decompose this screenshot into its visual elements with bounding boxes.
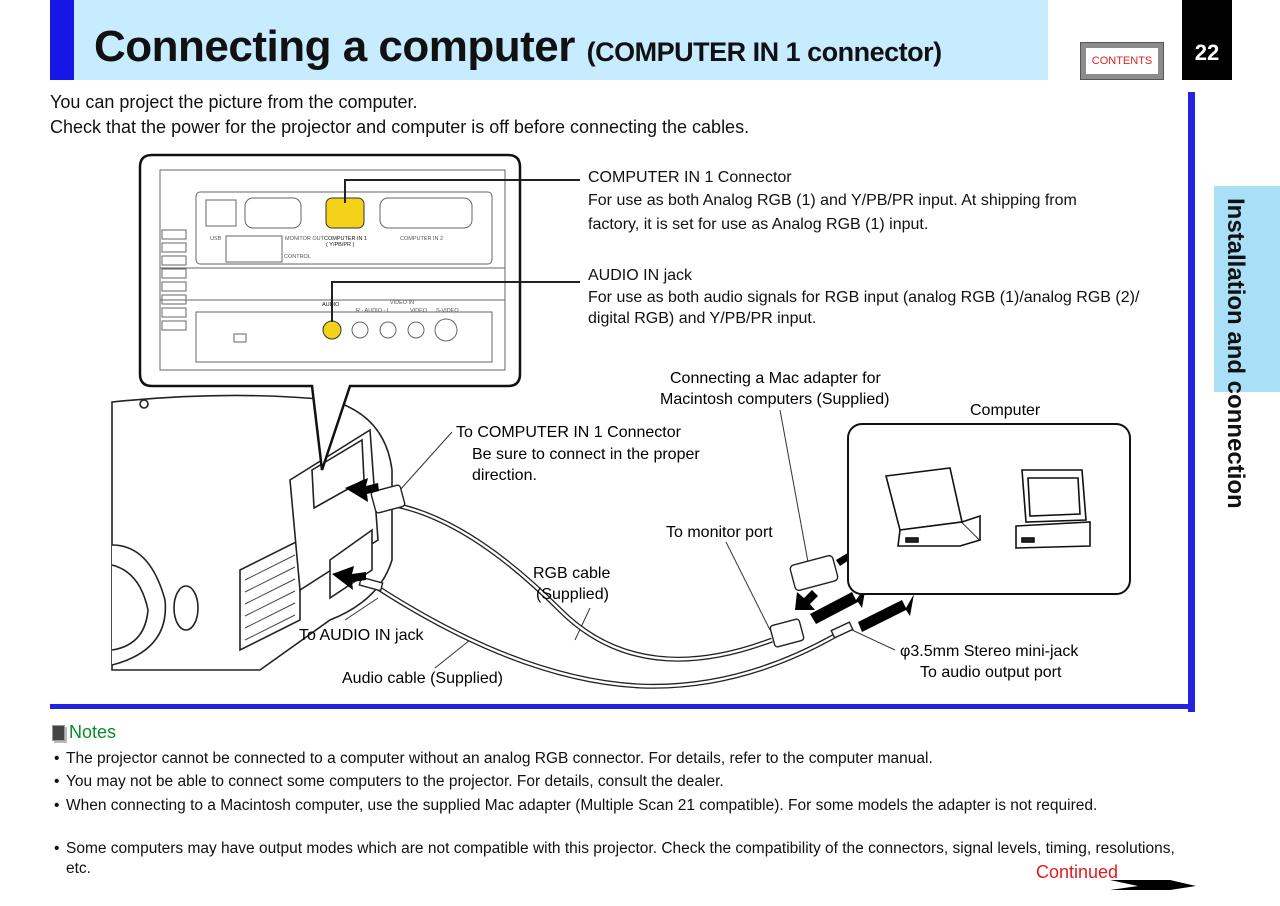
mac-adapter-label-1: Connecting a Mac adapter for [670,370,881,387]
to-computer-in1-label: To COMPUTER IN 1 Connector [456,424,682,441]
audio-in-title: AUDIO IN jack [588,267,693,284]
computer-in1-desc-2: factory, it is set for use as Analog RGB… [588,216,929,233]
desktop-computer-icon [1015,469,1091,549]
panel-label-computer-in1: COMPUTER IN 1 [324,236,367,242]
panel-label-computer-in2: COMPUTER IN 2 [400,236,443,242]
note-item: •The projector cannot be connected to a … [54,750,933,767]
stereo-jack-label: φ3.5mm Stereo mini-jack [900,643,1079,660]
leader-to-computer-in1 [399,431,453,491]
title-accent-bar [50,0,74,80]
to-audio-in-label: To AUDIO IN jack [299,627,424,644]
audio-in-desc-1: For use as both audio signals for RGB in… [588,289,1140,306]
to-audio-out-label: To audio output port [920,664,1062,681]
page-title: Connecting a computer (COMPUTER IN 1 con… [94,22,942,72]
panel-label-monitor-out: MONITOR OUT [285,236,325,242]
connection-arrows [332,478,914,632]
right-rule [1188,92,1195,712]
page-title-sub: (COMPUTER IN 1 connector) [586,37,943,67]
rgb-cable-label-2: (Supplied) [536,586,609,603]
continued-arrow-icon[interactable] [1110,878,1198,890]
intro-line-2: Check that the power for the projector a… [50,117,750,137]
leader-mac-adapter [779,409,809,563]
rgb-plug-computer-end [769,618,805,648]
contents-button-label: CONTENTS [1086,48,1158,74]
note-item: •When connecting to a Macintosh computer… [54,797,1098,814]
audio-plug-projector-end [358,576,384,592]
leader-stereo-jack [851,629,896,651]
leader-audio-in [344,597,379,621]
audio-plug-computer-end [830,621,854,639]
continued-link[interactable]: Continued [1036,862,1119,882]
mac-adapter-label-2: Macintosh computers (Supplied) [660,391,889,408]
panel-left-slats [161,229,187,331]
be-sure-label-1: Be sure to connect in the proper [472,446,700,463]
title-band [50,0,1048,80]
leader-rgb-cable [574,607,591,641]
note-item: •You may not be able to connect some com… [54,773,724,790]
rgb-plug-projector-end [370,484,406,514]
leader-monitor-port [725,541,771,631]
mac-adapter [789,554,839,592]
intro-line-1: You can project the picture from the com… [50,92,418,112]
section-tab-label: Installation and connection [1222,198,1249,509]
contents-button[interactable]: CONTENTS [1080,42,1164,80]
laptop-icon [884,467,982,547]
leader-lines [331,179,580,322]
note-item: •Some computers may have output modes wh… [54,840,1175,877]
computer-in1-title: COMPUTER IN 1 Connector [588,169,792,186]
panel-label-video: VIDEO [410,308,428,314]
computer-box [847,423,1131,595]
be-sure-label-2: direction. [472,467,537,484]
notes-heading-label: Notes [69,722,117,742]
page-title-main: Connecting a computer [94,22,575,71]
section-tab[interactable]: Installation and connection [1214,186,1280,509]
panel-label-video-in: VIDEO IN [390,300,414,306]
panel-label-control: CONTROL [284,254,311,260]
panel-label-computer-in1-sub: ( Y/PB/PR ) [326,242,354,248]
bottom-rule [50,704,1195,709]
panel-label-usb: USB [210,236,222,242]
page-number: 22 [1182,0,1232,80]
notes-heading: Notes [52,722,116,743]
computer-in1-desc-1: For use as both Analog RGB (1) and Y/PB/… [588,192,1077,209]
to-monitor-port-label: To monitor port [666,524,773,541]
audio-cable-label: Audio cable (Supplied) [342,670,503,687]
leader-audio-cable [434,639,471,669]
panel-label-s-video: S-VIDEO [436,308,459,314]
panel-label-r-audio-l: R - AUDIO - L [356,308,390,314]
rgb-cable-label-1: RGB cable [533,565,610,582]
audio-in-desc-2: digital RGB) and Y/PB/PR input. [588,310,817,327]
computer-label: Computer [970,402,1041,419]
projector-vent-grille [244,554,296,641]
notes-icon [52,724,65,741]
